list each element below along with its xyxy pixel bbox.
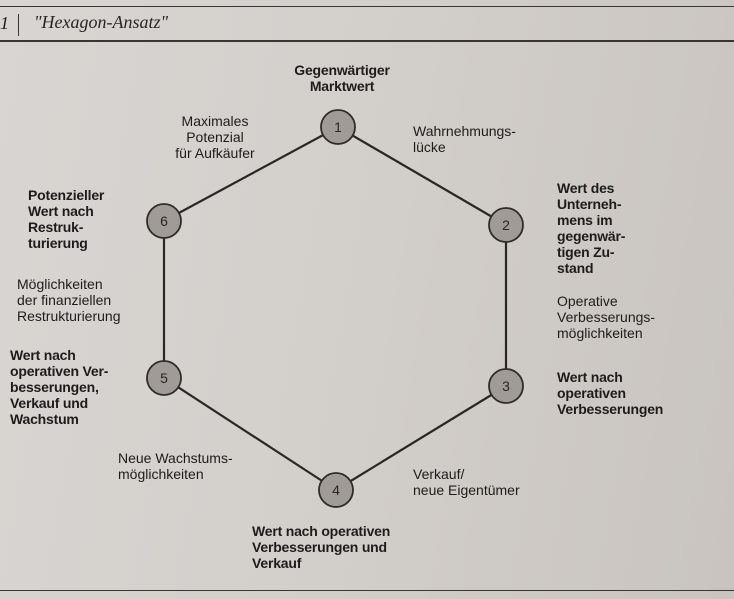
edge-6-1 xyxy=(163,126,339,222)
node-number-2: 2 xyxy=(502,217,510,233)
node-2: 2 xyxy=(488,207,524,243)
edge-4-5 xyxy=(163,377,337,491)
edge-label-1-2: Wahrnehmungs-lücke xyxy=(413,123,516,155)
header-rule xyxy=(0,40,734,42)
node-3: 3 xyxy=(488,368,524,404)
bottom-rule xyxy=(0,590,734,591)
node-circle-2 xyxy=(488,207,524,243)
node-5: 5 xyxy=(146,360,182,396)
node-number-5: 5 xyxy=(160,370,168,386)
node-circle-5 xyxy=(146,360,182,396)
node-circle-4 xyxy=(318,472,354,508)
edge-1-2 xyxy=(337,126,507,226)
chapter-number: 1 xyxy=(0,13,9,33)
edge-label-4-5: Neue Wachstums-möglichkeiten xyxy=(118,450,233,482)
node-number-6: 6 xyxy=(160,213,168,229)
node-4: 4 xyxy=(318,472,354,508)
node-circle-6 xyxy=(146,203,182,239)
page-title: "Hexagon-Ansatz" xyxy=(34,12,169,32)
node-1: 1 xyxy=(320,109,356,145)
edge-3-4 xyxy=(335,385,507,491)
node-number-3: 3 xyxy=(502,378,510,394)
node-circle-1 xyxy=(320,109,356,145)
node-6: 6 xyxy=(146,203,182,239)
header-divider xyxy=(18,14,19,36)
edge-label-3-4: Verkauf/neue Eigentümer xyxy=(413,466,520,498)
node-number-4: 4 xyxy=(332,482,340,498)
top-rule xyxy=(0,6,734,7)
node-number-1: 1 xyxy=(334,119,342,135)
node-circle-3 xyxy=(488,368,524,404)
